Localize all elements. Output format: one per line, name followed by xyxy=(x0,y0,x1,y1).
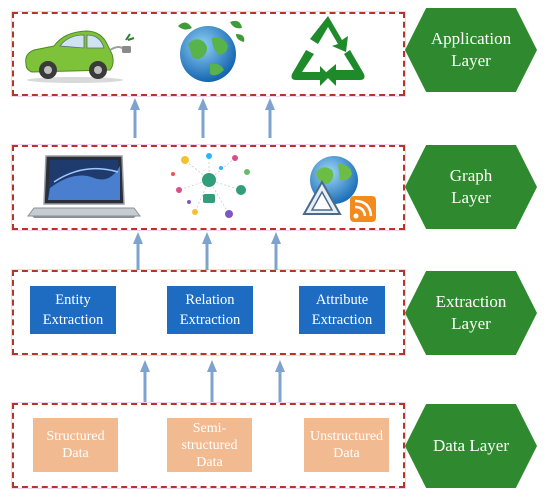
relation-extraction-box: Relation Extraction xyxy=(167,286,253,334)
semi-structured-data-box: Semi- structured Data xyxy=(167,418,252,472)
laptop-icon xyxy=(27,155,141,218)
arrow-up-icon xyxy=(202,232,212,270)
arrow-up-icon xyxy=(130,98,140,138)
unstructured-data-box: Unstructured Data xyxy=(304,418,389,472)
application-layer-label: Application Layer xyxy=(405,8,537,92)
globe-icon xyxy=(178,20,245,82)
arrow-up-icon xyxy=(271,232,281,270)
structured-data-box: Structured Data xyxy=(33,418,118,472)
electric-car-icon xyxy=(25,30,135,83)
graph-layer-label: Graph Layer xyxy=(405,145,537,229)
arrow-up-icon xyxy=(207,360,217,402)
data-layer-label: Data Layer xyxy=(405,404,537,488)
recycle-icon xyxy=(291,16,365,86)
attribute-extraction-box: Attribute Extraction xyxy=(299,286,385,334)
web-globe-rss-icon xyxy=(302,156,376,222)
network-icon xyxy=(171,153,250,218)
arrow-up-icon xyxy=(133,232,143,270)
arrow-up-icon xyxy=(265,98,275,138)
arrow-up-icon xyxy=(140,360,150,402)
entity-extraction-box: Entity Extraction xyxy=(30,286,116,334)
extraction-layer-label: Extraction Layer xyxy=(405,271,537,355)
arrow-up-icon xyxy=(275,360,285,402)
arrow-up-icon xyxy=(198,98,208,138)
